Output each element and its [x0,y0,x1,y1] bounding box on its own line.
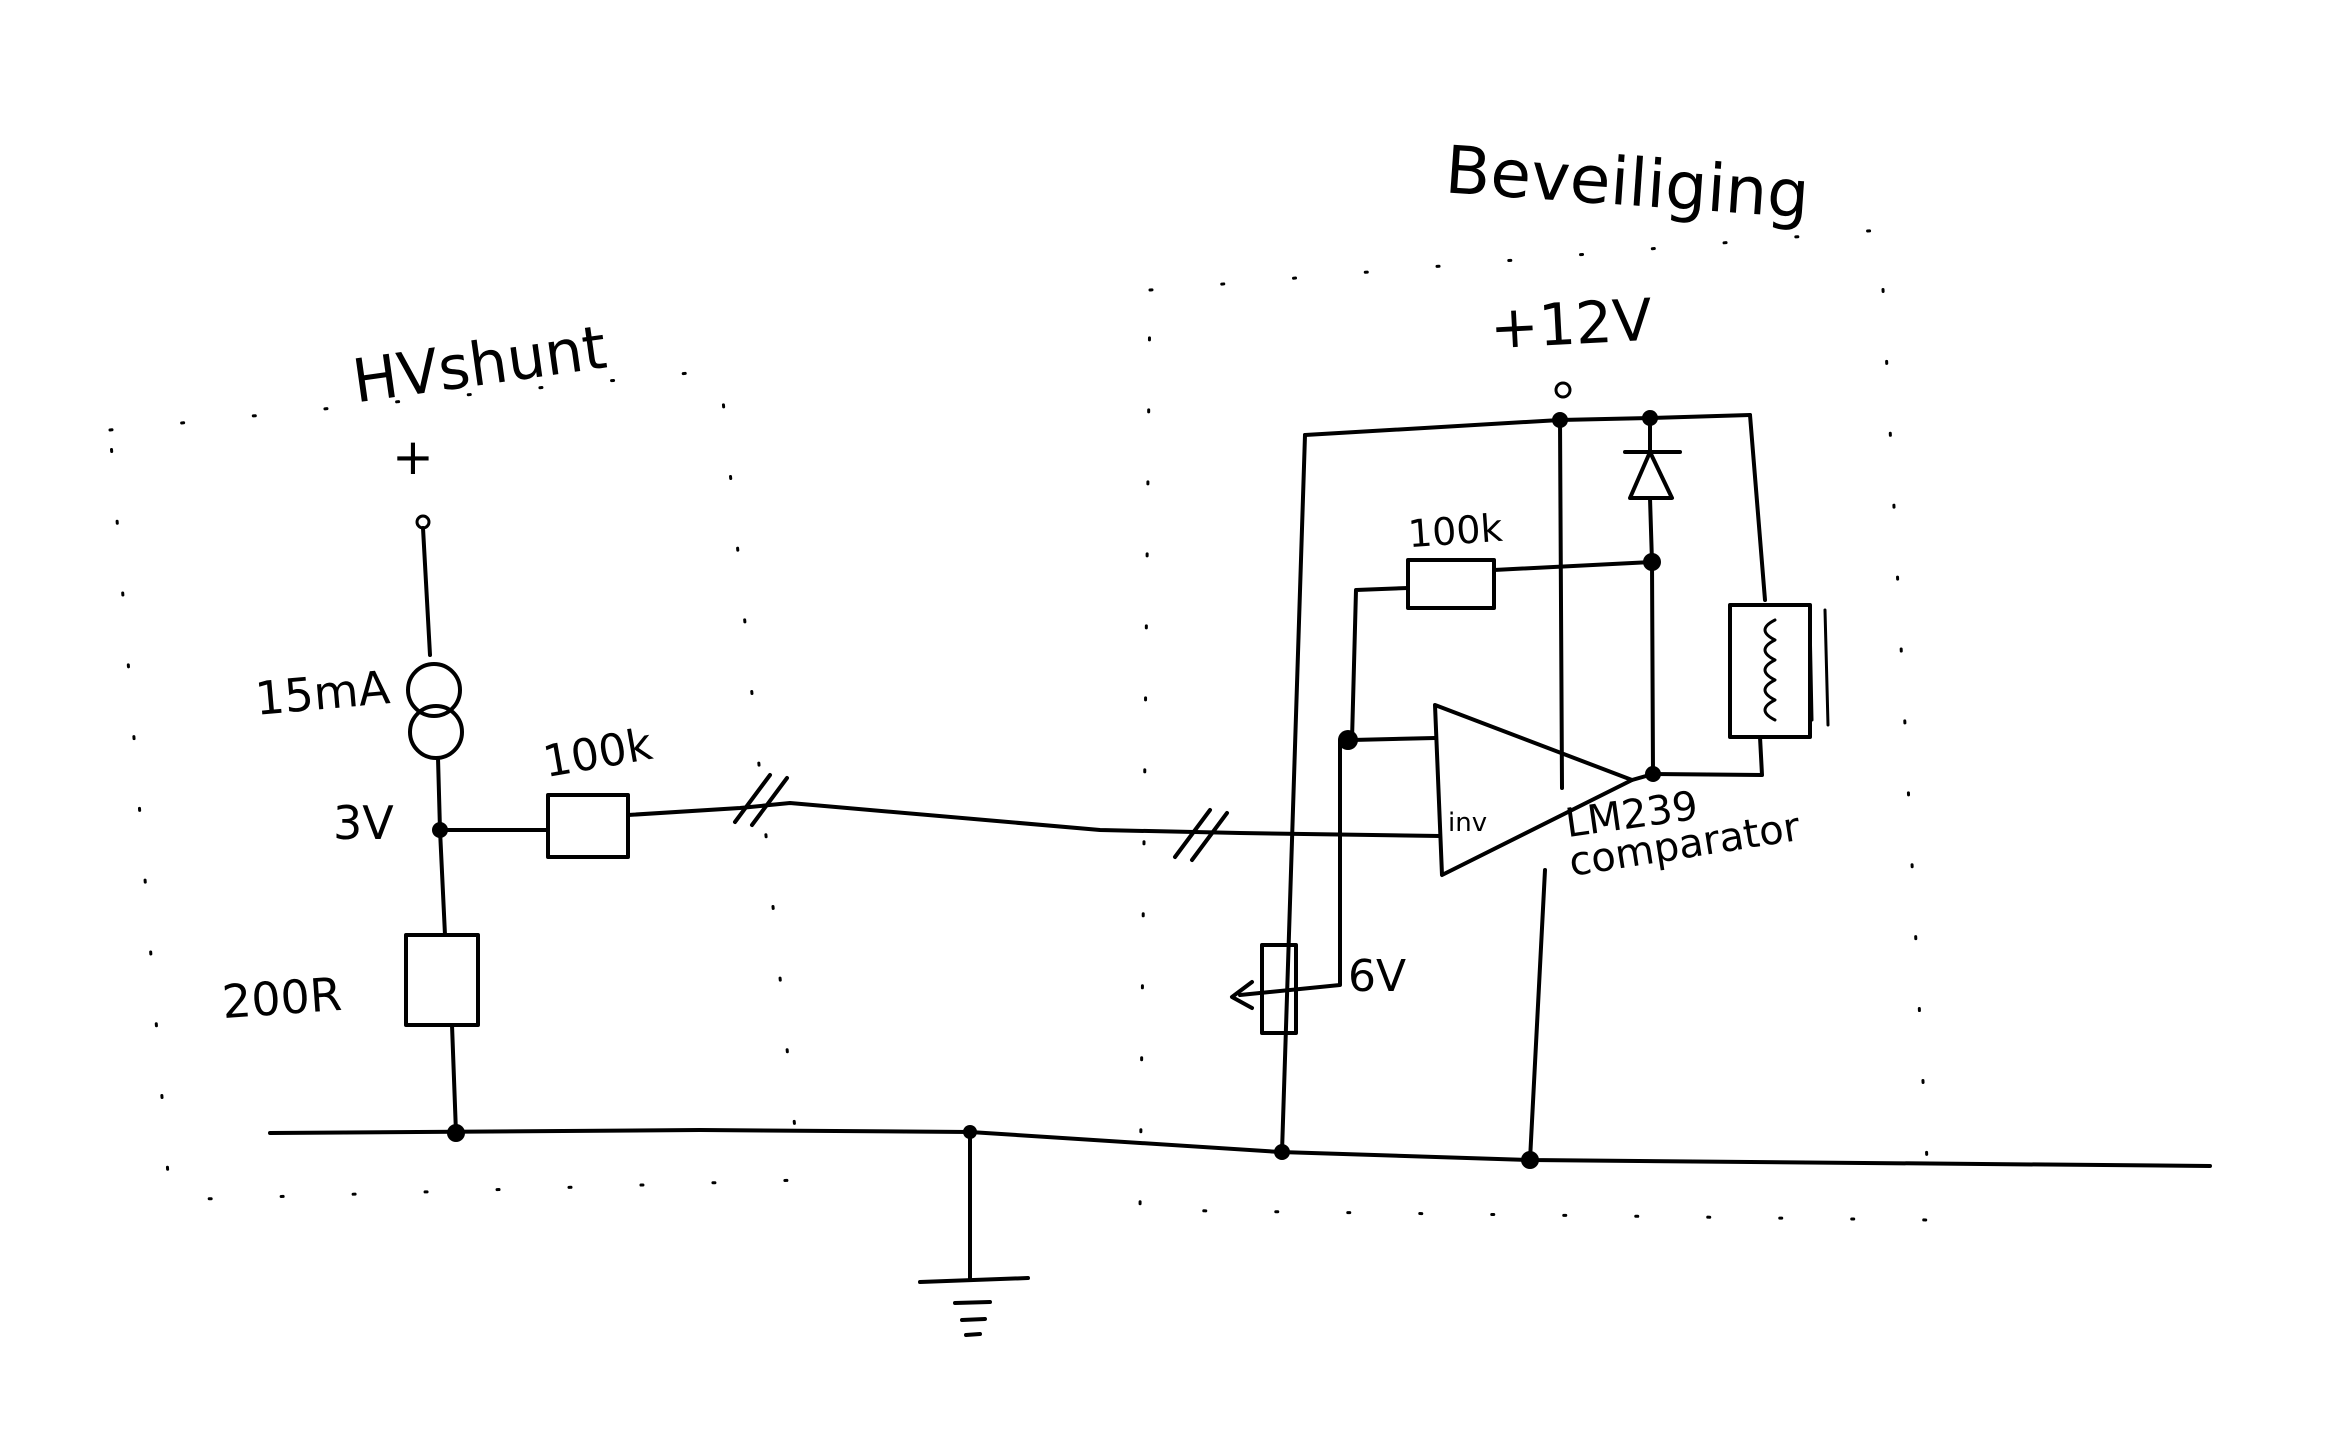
junction-pot-ground [1274,1144,1290,1160]
relay-coil-winding [1763,618,1777,722]
reference-voltage-label: 6V [1348,951,1407,1002]
junction-non-inverting [1338,730,1358,750]
supply-left-vertical [1280,433,1307,1154]
relay-to-output-wire [1651,735,1764,777]
input-resistor-body [546,793,630,859]
junction-shunt-ground [447,1124,465,1142]
hv-supply-wire [421,526,432,657]
supply-rail [1303,413,1752,437]
junction-output [1645,766,1661,782]
comparator-triangle [1433,703,1634,877]
hv-plus-label: + [392,428,434,486]
pot-wiper-wire [1238,738,1342,997]
source-to-node-wire [436,756,442,832]
comparator-ground-wire [1528,868,1547,1162]
node-voltage-label: 3V [333,796,394,850]
relay-core-line-2 [1823,608,1830,727]
pot-wiper-arrow [1230,980,1254,1010]
current-source-label: 15mA [252,660,392,726]
current-source-symbol [406,662,464,760]
signal-line [626,801,1442,838]
junction-3v-node [432,822,448,838]
feedback-wire-right [1492,560,1654,572]
junction-ground-tap [963,1125,977,1139]
feedback-wire-left [1350,586,1410,742]
node-to-shunt-wire [438,828,447,937]
supply-right-vertical [1748,413,1767,602]
inverting-input-label: inv [1448,808,1488,838]
junction-comparator-ground [1521,1151,1539,1169]
ground-symbol [918,1276,1030,1337]
supply-terminal [1554,381,1572,399]
diode-symbol [1623,416,1682,564]
non-inverting-input-wire [1350,736,1437,742]
shunt-resistor-body [404,933,480,1027]
feedback-resistor-body [1406,558,1496,610]
relay-core-line-1 [1808,618,1814,722]
supply-to-comparator-wire [1558,418,1564,790]
shunt-to-ground-wire [450,1023,458,1135]
line-break-mark-right [1173,808,1229,862]
junction-supply-diode [1642,410,1658,426]
junction-diode-feedback [1643,553,1661,571]
diode-to-output-wire [1650,560,1655,776]
junction-supply-comparator [1552,412,1568,428]
supply-voltage-label: +12V [1488,285,1654,363]
feedback-resistor-label: 100k [1406,505,1504,557]
line-break-mark-left [733,773,789,827]
ground-rail [268,1128,2212,1168]
shunt-resistor-label: 200R [220,966,344,1030]
